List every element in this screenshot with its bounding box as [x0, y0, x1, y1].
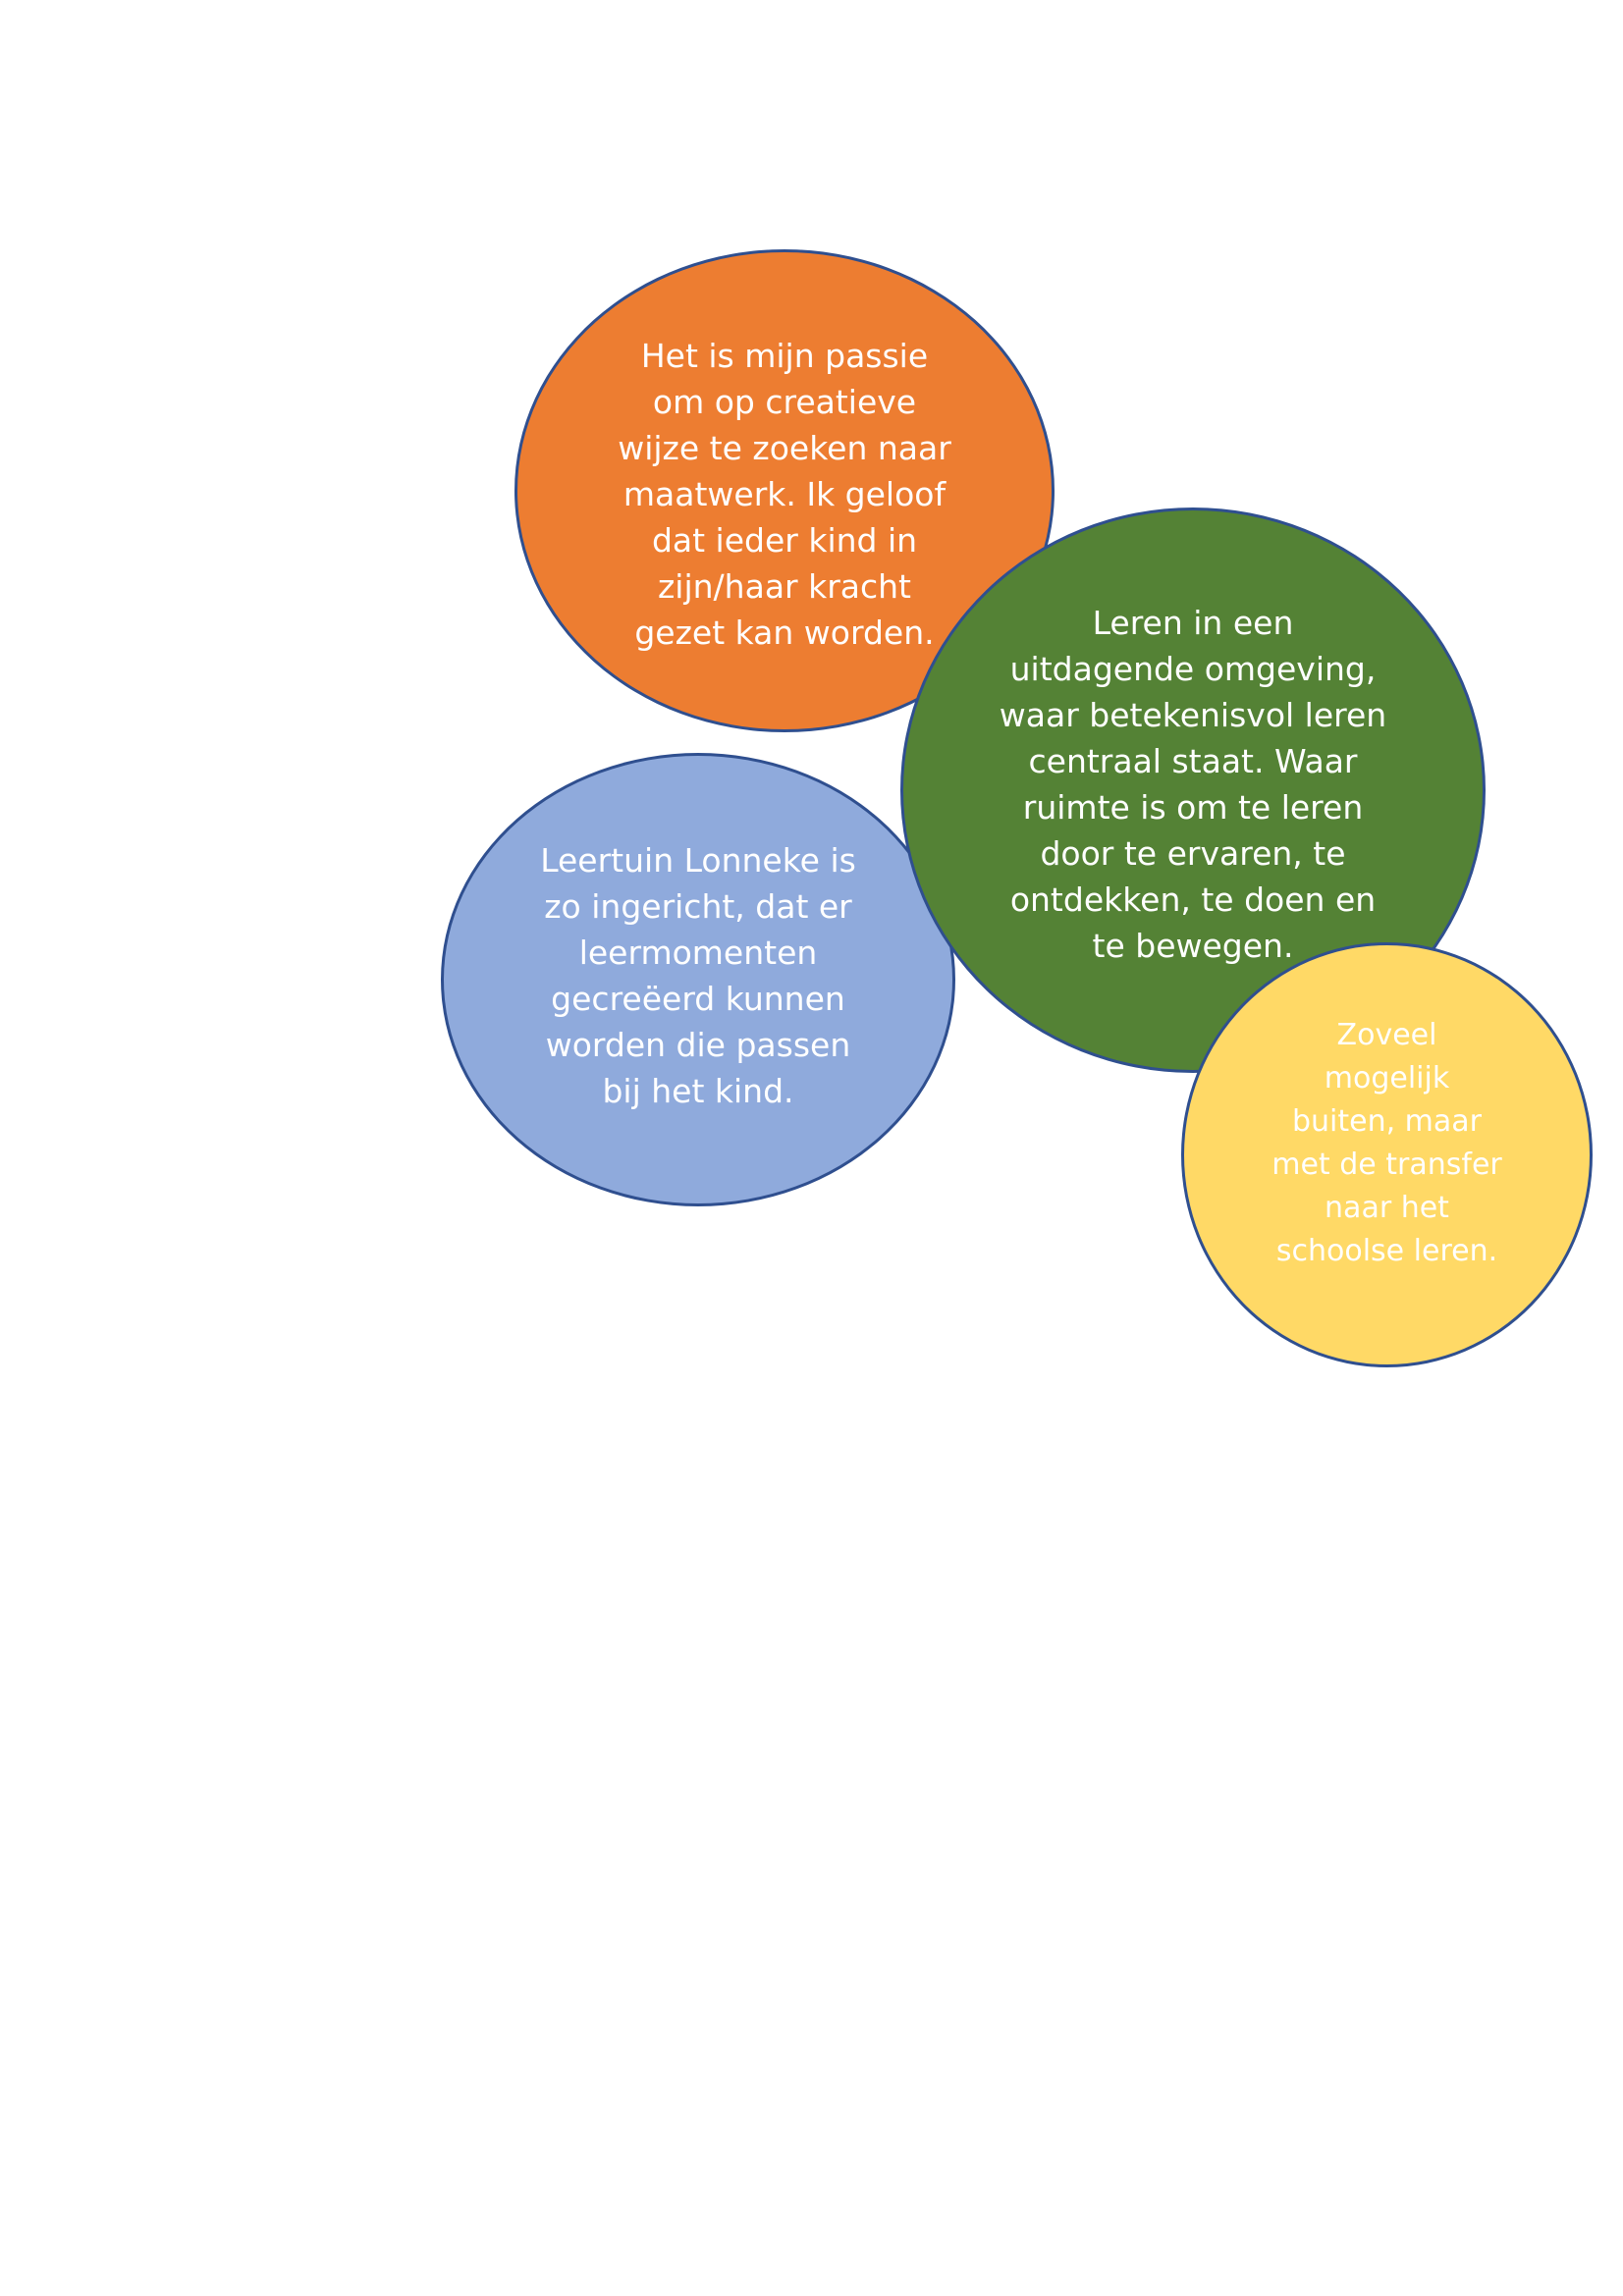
yellow-bubble-text: Zoveel mogelijk buiten, maar met de tran… — [1271, 1017, 1502, 1268]
orange-bubble-text: Het is mijn passie om op creatieve wijze… — [618, 336, 951, 652]
yellow-bubble: Zoveel mogelijk buiten, maar met de tran… — [1181, 942, 1593, 1367]
orange-bubble: Het is mijn passie om op creatieve wijze… — [514, 249, 1055, 732]
green-bubble-text: Leren in een uitdagende omgeving, waar b… — [999, 604, 1387, 965]
blue-bubble-text: Leertuin Lonneke is zo ingericht, dat er… — [540, 841, 856, 1110]
blue-bubble: Leertuin Lonneke is zo ingericht, dat er… — [441, 753, 955, 1206]
